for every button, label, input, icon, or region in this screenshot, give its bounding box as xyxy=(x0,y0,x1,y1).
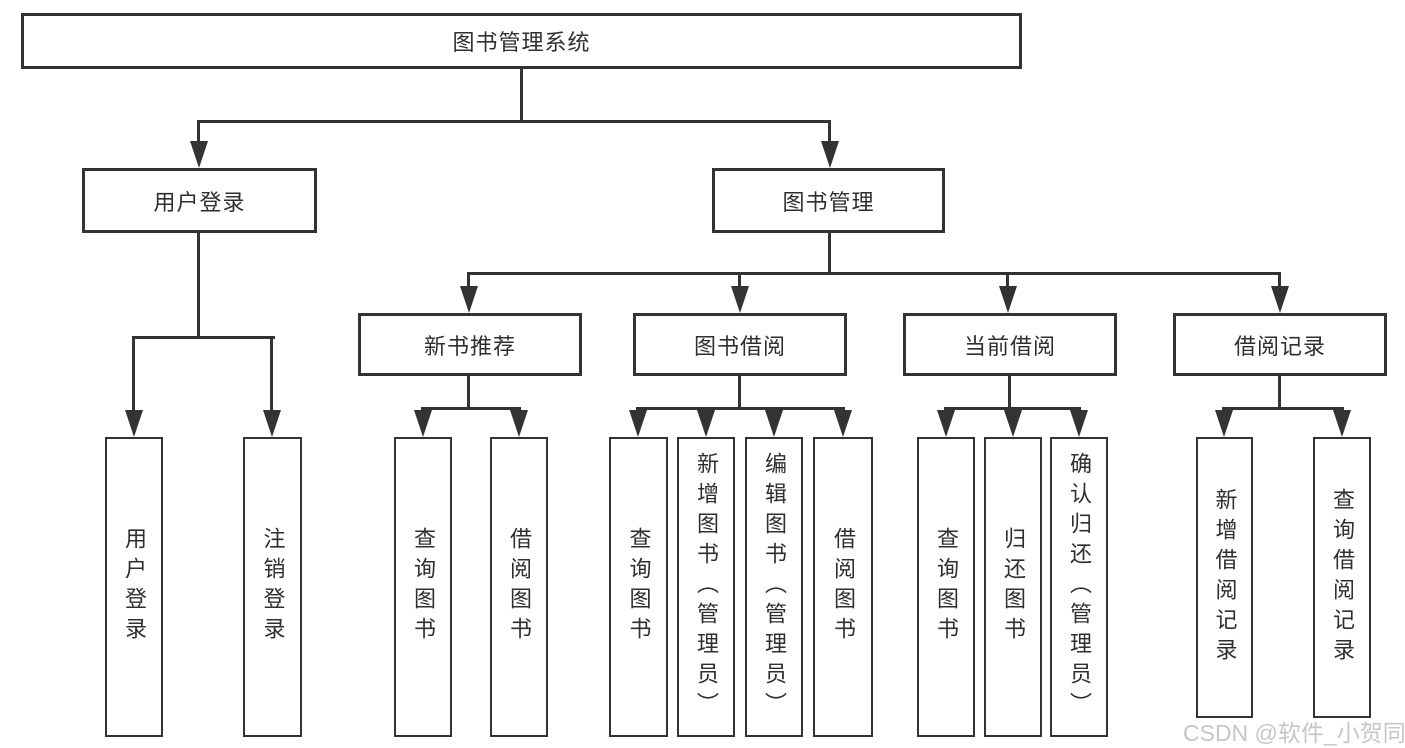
arrowhead-leaf-logout xyxy=(263,410,281,437)
leaf-bb-query-books: 查询图书 xyxy=(609,437,668,737)
node-borrowing-records: 借阅记录 xyxy=(1173,313,1387,376)
connector-user-login-drop xyxy=(197,120,200,146)
leaf-bb-borrow-books: 借阅图书 xyxy=(813,437,873,737)
connector-root-rail xyxy=(197,120,831,123)
leaf-cb-return-books: 归还图书 xyxy=(984,437,1042,737)
leaf-cb-confirm-return-admin: 确认归还（管理员） xyxy=(1050,437,1108,737)
arrowhead-bb-add xyxy=(697,410,715,437)
arrowhead-cb-confirm xyxy=(1070,410,1088,437)
connector-book-mgmt-stem xyxy=(828,233,831,275)
csdn-watermark: CSDN @软件_小贺同学 xyxy=(1183,720,1405,746)
connector-book-mgmt-rail xyxy=(467,272,1281,275)
arrowhead-book-mgmt xyxy=(821,141,839,168)
leaf-logout: 注销登录 xyxy=(243,437,302,737)
leaf-user-login: 用户登录 xyxy=(105,437,163,737)
node-user-login: 用户登录 xyxy=(82,168,317,233)
arrowhead-new-book xyxy=(460,286,478,313)
leaf-cb-query-books: 查询图书 xyxy=(917,437,975,737)
connector-borrow-record-rail xyxy=(1222,407,1344,410)
arrowhead-current-borrow xyxy=(999,286,1017,313)
connector-book-borrow-drop xyxy=(738,272,741,289)
arrowhead-cb-return xyxy=(1004,410,1022,437)
connector-user-login-rail xyxy=(132,336,275,339)
leaf-bb-edit-books-admin: 编辑图书（管理员） xyxy=(745,437,803,737)
connector-borrow-record-drop xyxy=(1278,272,1281,289)
node-book-borrowing: 图书借阅 xyxy=(633,313,847,376)
arrowhead-br-query xyxy=(1333,410,1351,437)
connector-new-book-rail xyxy=(421,407,521,410)
arrowhead-cb-query xyxy=(937,410,955,437)
node-library-management-system: 图书管理系统 xyxy=(21,13,1022,69)
leaf-nb-borrow-books: 借阅图书 xyxy=(490,437,548,737)
connector-current-borrow-drop xyxy=(1006,272,1009,289)
connector-book-borrow-rail xyxy=(636,407,845,410)
connector-user-login-stem xyxy=(197,233,200,336)
arrowhead-borrow-record xyxy=(1271,286,1289,313)
node-current-borrowing: 当前借阅 xyxy=(903,313,1117,376)
node-book-management: 图书管理 xyxy=(712,168,945,233)
connector-root-stem xyxy=(520,69,523,120)
arrowhead-book-borrow xyxy=(731,286,749,313)
arrowhead-nb-query xyxy=(414,410,432,437)
leaf-br-add-record: 新增借阅记录 xyxy=(1196,437,1253,718)
leaf-nb-query-books: 查询图书 xyxy=(394,437,452,737)
connector-leaf-logout-drop xyxy=(270,336,273,413)
arrowhead-bb-borrow xyxy=(834,410,852,437)
leaf-bb-add-books-admin: 新增图书（管理员） xyxy=(677,437,735,737)
connector-new-book-drop xyxy=(467,272,470,289)
connector-book-mgmt-drop xyxy=(828,120,831,146)
connector-new-book-stem xyxy=(467,376,470,409)
connector-current-borrow-stem xyxy=(1008,376,1011,409)
arrowhead-br-add xyxy=(1215,410,1233,437)
connector-leaf-login-drop xyxy=(132,336,135,413)
connector-borrow-record-stem xyxy=(1278,376,1281,409)
arrowhead-bb-query xyxy=(629,410,647,437)
connector-book-borrow-stem xyxy=(738,376,741,409)
node-new-book-recommend: 新书推荐 xyxy=(358,313,582,376)
arrowhead-leaf-login xyxy=(125,410,143,437)
arrowhead-user-login xyxy=(190,141,208,168)
arrowhead-bb-edit xyxy=(765,410,783,437)
leaf-br-query-record: 查询借阅记录 xyxy=(1313,437,1371,718)
arrowhead-nb-borrow xyxy=(510,410,528,437)
